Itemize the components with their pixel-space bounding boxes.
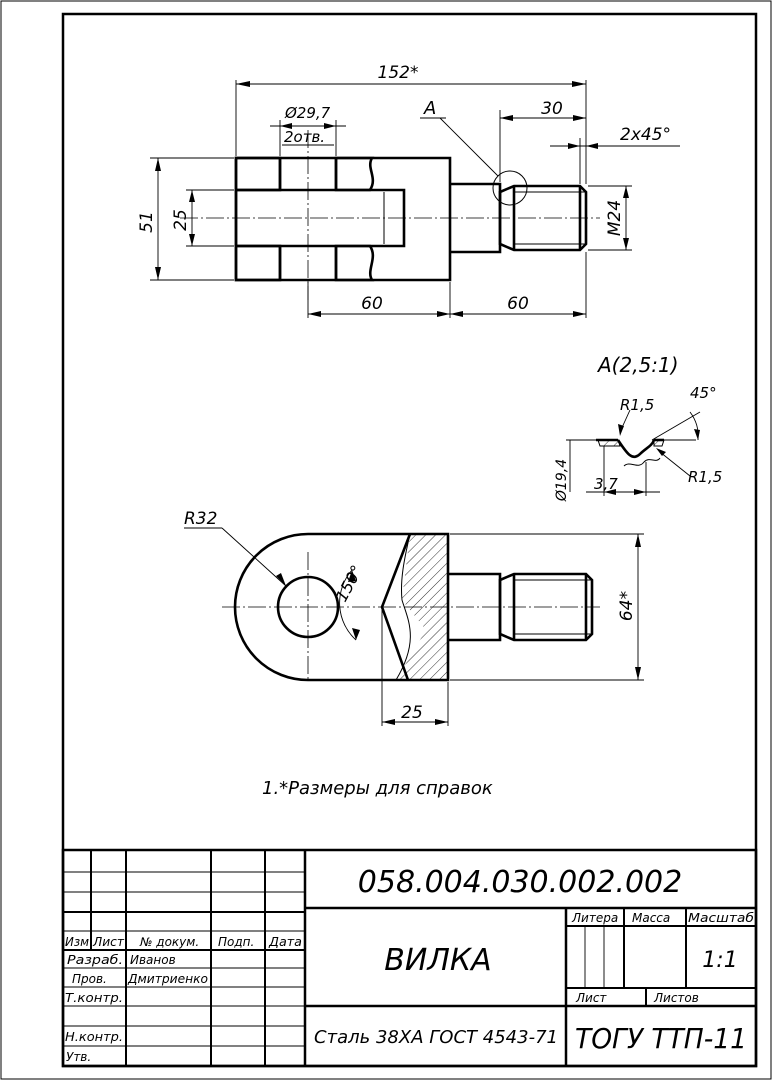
dim-slot: 25 <box>171 209 191 231</box>
title-block: 058.004.030.002.002 ВИЛКА Сталь 38ХА ГОС… <box>61 848 758 1068</box>
top-dim-angle: 150° <box>332 562 367 605</box>
detail-dim-width: 3,7 <box>594 475 618 493</box>
header-izm: Изм <box>65 935 89 949</box>
detail-dim-diameter: Ø19,4 <box>554 459 570 502</box>
header-doc-no: № докум. <box>139 935 199 949</box>
role-approved: Утв. <box>66 1050 91 1064</box>
material: Сталь 38ХА ГОСТ 4543-71 <box>314 1027 558 1048</box>
dim-hole: Ø29,7 <box>284 104 331 122</box>
header-mass: Масса <box>632 911 670 925</box>
role-checked: Пров. <box>72 972 107 986</box>
role-norm-control: Н.контр. <box>65 1030 123 1044</box>
detail-title: A(2,5:1) <box>596 353 679 377</box>
role-tech-control: Т.контр. <box>65 991 123 1005</box>
designation: 058.004.030.002.002 <box>358 865 682 900</box>
name-developer: Иванов <box>130 953 176 967</box>
header-scale: Масштаб <box>688 911 755 925</box>
scale-value: 1:1 <box>702 948 737 973</box>
top-dim-radius: R32 <box>184 509 217 529</box>
header-litera: Литера <box>571 911 618 925</box>
top-view: R32 150° 64* 25 <box>184 509 644 726</box>
dim-thread: M24 <box>605 200 625 236</box>
detail-dim-radius-top: R1,5 <box>620 396 654 414</box>
dim-fork-length: 60 <box>361 294 383 314</box>
header-sheet: Лист <box>575 991 607 1005</box>
header-sheets: Листов <box>653 991 699 1005</box>
detail-dim-angle: 45° <box>690 384 717 402</box>
part-name: ВИЛКА <box>384 943 491 978</box>
main-view: 152* Ø29,7 2отв. A 30 2x45° 51 25 M24 60… <box>137 63 680 318</box>
top-dim-offset: 25 <box>401 703 423 723</box>
dim-callout: A <box>423 98 436 119</box>
role-developed: Разраб. <box>67 953 123 967</box>
header-sign: Подп. <box>218 935 254 949</box>
dim-height: 51 <box>137 211 157 233</box>
header-date: Дата <box>268 935 302 949</box>
drawing-note: 1.*Размеры для справок <box>262 778 493 799</box>
detail-dim-radius-bottom: R1,5 <box>688 468 722 486</box>
dim-thread-length: 30 <box>541 99 563 119</box>
dim-length-total: 152* <box>378 63 419 83</box>
header-list: Лист <box>92 935 125 949</box>
top-dim-width: 64* <box>617 591 637 621</box>
dim-shank-length: 60 <box>507 294 529 314</box>
dim-chamfer: 2x45° <box>620 125 671 145</box>
detail-view: A(2,5:1) R1,5 45° Ø19,4 3,7 R1,5 <box>554 353 722 502</box>
organization: ТОГУ ТТП-11 <box>575 1022 747 1055</box>
dim-holes-count: 2отв. <box>284 128 325 146</box>
name-checker: Дмитриенко <box>127 972 208 986</box>
